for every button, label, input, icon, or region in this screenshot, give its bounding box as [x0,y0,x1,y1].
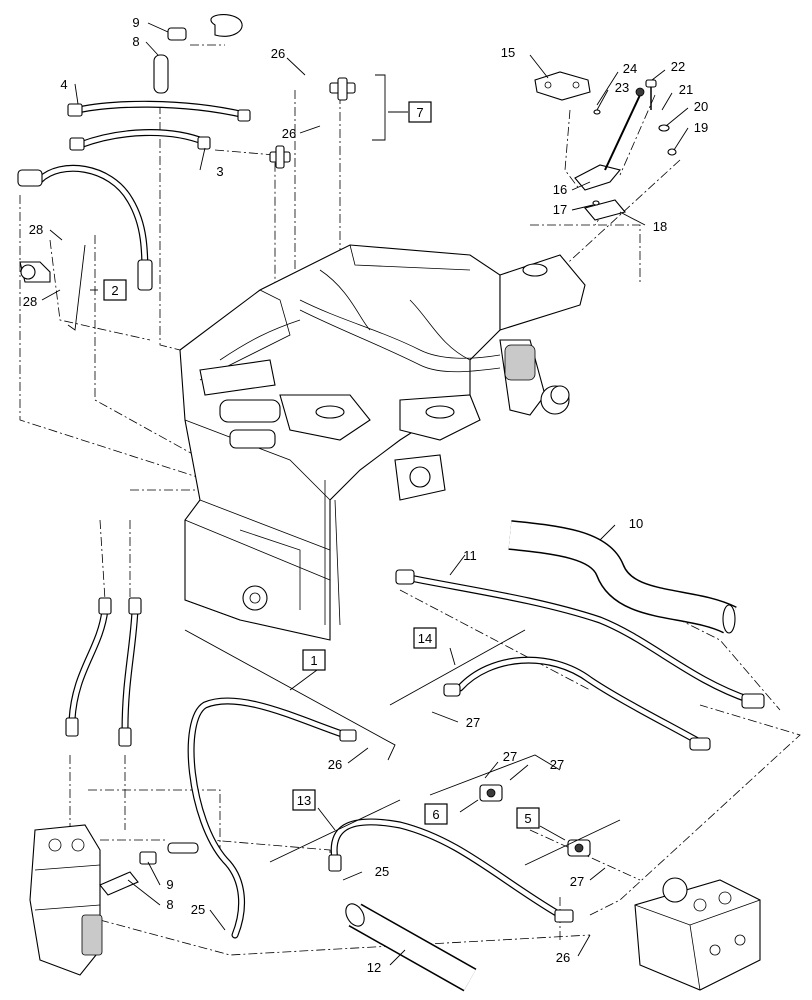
callout-2: 2 [111,283,118,298]
hose-cover-10 [508,520,737,634]
callout-20: 20 [694,99,708,114]
leader-lines [41,22,689,966]
callout-27-c: 27 [550,757,564,772]
hose-assembly-14 [443,656,711,751]
control-valve-left [29,824,103,976]
switch-bracket-15 [534,71,591,101]
machine-frame [179,244,586,641]
elbow-fitting-2 [19,261,51,283]
callout-7: 7 [416,105,423,120]
callout-25-left: 25 [191,902,205,917]
callout-labels: 7 2 1 14 13 6 5 9 8 4 3 26 26 28 28 15 2… [23,15,708,975]
callout-26-c: 26 [328,757,342,772]
hose-assembly-1 [187,697,357,939]
hose-cover-12 [345,903,477,992]
plate-18 [584,199,626,221]
assembly-guide-lines [19,44,801,956]
callout-26-d: 26 [556,950,570,965]
callout-13: 13 [297,793,311,808]
callout-10: 10 [629,516,643,531]
hose-assembly-4 [67,100,251,122]
callout-15: 15 [501,45,515,60]
callout-9-bottom: 9 [166,877,173,892]
callout-25-right: 25 [375,864,389,879]
callout-3: 3 [216,164,223,179]
control-valve-right [634,877,761,991]
callout-4: 4 [60,77,67,92]
tee-fitting-7 [329,77,356,101]
callout-26-top: 26 [271,46,285,61]
callout-6: 6 [432,807,439,822]
hose-sleeve-8-bottom [99,842,199,896]
callout-19: 19 [694,120,708,135]
callout-28-bottom: 28 [23,294,37,309]
fitting-6 [479,784,503,802]
hose-assembly-lower-left [65,597,142,747]
callout-28-top: 28 [29,222,43,237]
callout-1: 1 [310,653,317,668]
callout-18: 18 [653,219,667,234]
hose-assembly-2 [17,164,153,291]
callout-14: 14 [418,631,432,646]
clamp-9-top [167,14,243,41]
clamp-9-bottom [139,851,157,865]
boxed-callouts [103,101,540,829]
callout-27-d: 27 [570,874,584,889]
callout-16: 16 [553,182,567,197]
screw-22 [645,79,657,110]
fitting-5 [567,839,591,857]
hose-assembly-3 [69,129,211,151]
group-brackets [67,74,621,866]
hose-assembly-11 [395,569,765,709]
washers-19-21 [592,109,677,206]
callout-27-a: 27 [466,715,480,730]
callout-24: 24 [623,61,637,76]
hose-sleeve-8-top [153,54,169,94]
hose-assembly-13 [328,818,574,923]
callout-27-b: 27 [503,749,517,764]
tee-fitting-top [269,145,291,169]
callout-26-mid: 26 [282,126,296,141]
callout-12: 12 [367,960,381,975]
callout-17: 17 [553,202,567,217]
callout-11: 11 [463,548,477,563]
callout-23: 23 [615,80,629,95]
sensor-rod-16 [574,87,645,191]
callout-22: 22 [671,59,685,74]
callout-9-top: 9 [132,15,139,30]
callout-8-top: 8 [132,34,139,49]
callout-21: 21 [679,82,693,97]
callout-8-bottom: 8 [166,897,173,912]
callout-5: 5 [524,811,531,826]
